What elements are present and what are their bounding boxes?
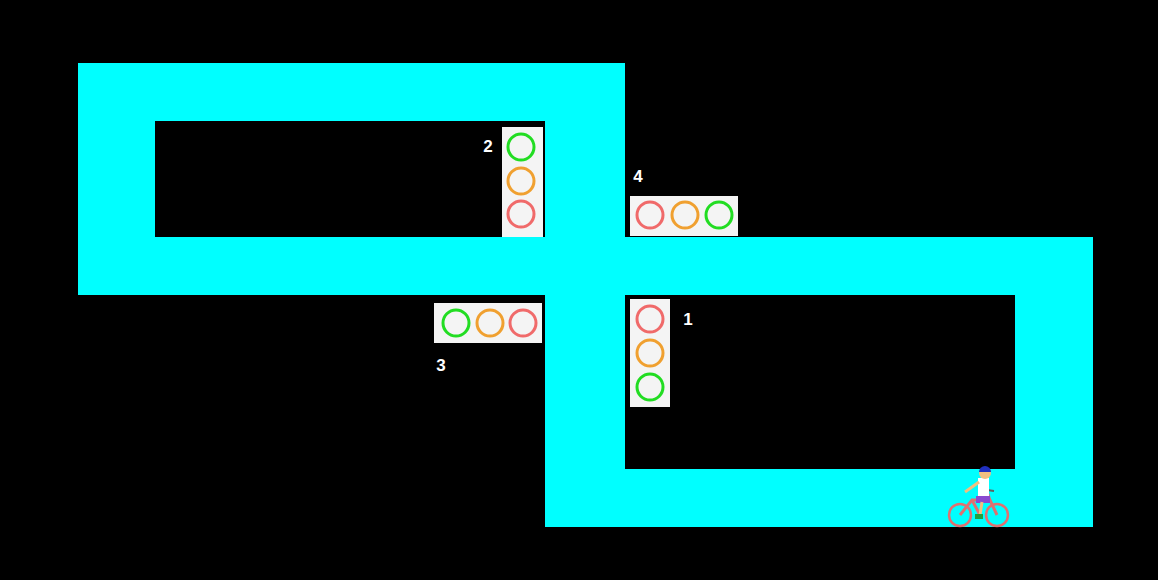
callout-number: 2 <box>483 138 492 155</box>
traffic-light <box>502 127 543 237</box>
traffic-light <box>630 196 738 236</box>
road <box>78 63 1093 527</box>
callout-number: 3 <box>436 357 445 374</box>
traffic-light <box>630 299 670 407</box>
callout-number: 1 <box>683 311 692 328</box>
callout-number: 4 <box>633 168 642 185</box>
traffic-light <box>434 303 542 343</box>
cyclist <box>949 466 1008 526</box>
